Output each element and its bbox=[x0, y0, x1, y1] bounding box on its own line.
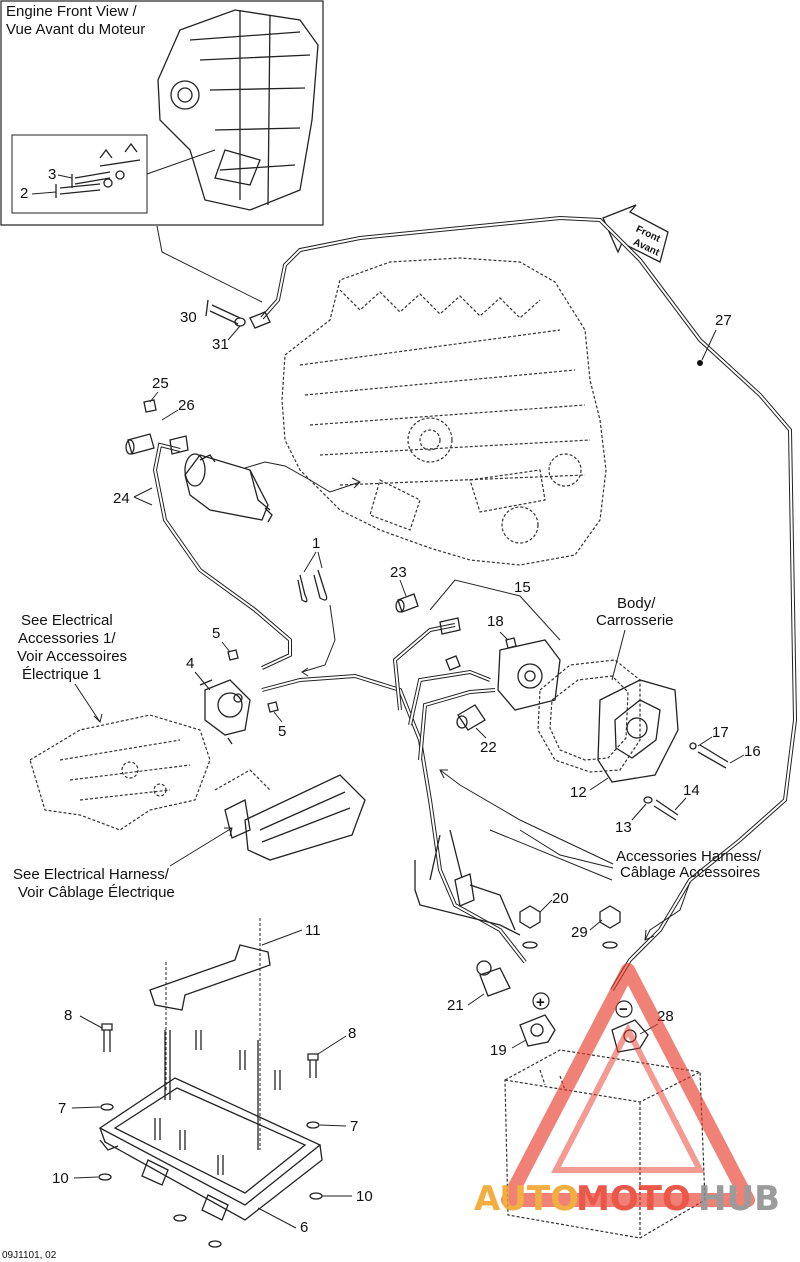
part-number-18: 18 bbox=[487, 613, 504, 630]
electrical-harness-callout-line2: Voir Câblage Électrique bbox=[18, 884, 175, 901]
part-number-2: 2 bbox=[20, 185, 28, 202]
part-number-23: 23 bbox=[390, 564, 407, 581]
watermark-text-moto: MOTO bbox=[576, 1179, 691, 1219]
body-callout-line1: Body/ bbox=[617, 595, 656, 612]
accessories-harness-callout-line1: Accessories Harness/ bbox=[616, 848, 762, 865]
part-number-31: 31 bbox=[212, 336, 229, 353]
part-number-24: 24 bbox=[113, 490, 130, 507]
access-plate-12 bbox=[597, 679, 679, 783]
inset-engine-sketch bbox=[157, 9, 319, 211]
electrical-accessories-callout-line4: Électrique 1 bbox=[22, 666, 101, 683]
part-number-29: 29 bbox=[571, 924, 588, 941]
terminal-cover-21 bbox=[476, 960, 511, 997]
part-number-10: 10 bbox=[52, 1170, 69, 1187]
body-callout-line2: Carrosserie bbox=[596, 612, 674, 629]
part-number-7-right: 7 bbox=[350, 1118, 358, 1135]
accessories-harness-wires bbox=[414, 829, 521, 936]
inset-bolts bbox=[55, 142, 141, 198]
positive-terminal-clamp-19 bbox=[519, 1014, 556, 1047]
battery-positive-cable bbox=[261, 673, 527, 964]
cap-23 bbox=[395, 593, 419, 613]
part-number-8: 8 bbox=[64, 1007, 72, 1024]
starter-cable-24 bbox=[125, 433, 292, 670]
part-number-26: 26 bbox=[178, 397, 195, 414]
inset-title-line2: Vue Avant du Moteur bbox=[6, 21, 145, 38]
part-number-4: 4 bbox=[186, 655, 194, 672]
part-number-17: 17 bbox=[712, 724, 729, 741]
part-number-16: 16 bbox=[744, 743, 761, 760]
part-number-3: 3 bbox=[48, 166, 56, 183]
part-number-19: 19 bbox=[490, 1042, 507, 1059]
part-number-5-lower: 5 bbox=[278, 723, 286, 740]
electrical-accessories-callout-line2: Accessories 1/ bbox=[18, 630, 116, 647]
starter-motor bbox=[184, 453, 273, 523]
tray-bolts bbox=[154, 1030, 281, 1175]
part-number-11: 11 bbox=[305, 922, 321, 939]
electrical-accessories-callout-line3: Voir Accessoires bbox=[17, 648, 127, 665]
cable-clip-1 bbox=[297, 569, 328, 603]
connector-22 bbox=[456, 704, 486, 731]
electrical-accessories-module bbox=[29, 714, 211, 831]
body-terminal-wiring bbox=[392, 617, 496, 761]
part-number-13: 13 bbox=[615, 819, 632, 836]
starter-solenoid-4 bbox=[199, 679, 251, 745]
part-number-21: 21 bbox=[447, 997, 464, 1014]
positive-terminal-symbol: + bbox=[536, 994, 545, 1011]
part-number-27: 27 bbox=[715, 312, 732, 329]
accessories-harness-callout-line2: Câblage Accessoires bbox=[620, 864, 760, 881]
bolt-8-right bbox=[307, 1053, 319, 1078]
bolt-30-washer-31 bbox=[205, 299, 271, 329]
engine-front-view-inset: Engine Front View / Vue Avant du Moteur … bbox=[0, 0, 324, 226]
drawing-code: 09J1101, 02 bbox=[2, 1250, 57, 1261]
engine-block bbox=[281, 257, 607, 566]
electrical-harness-fuse-box bbox=[214, 769, 366, 861]
part-number-10-right: 10 bbox=[356, 1188, 373, 1205]
part-number-22: 22 bbox=[480, 739, 497, 756]
watermark-text-hub: HUB bbox=[698, 1179, 780, 1219]
battery-tray-6 bbox=[98, 1077, 323, 1221]
automotohub-watermark: AUTO MOTO HUB bbox=[474, 963, 780, 1219]
part-number-1: 1 bbox=[312, 535, 320, 552]
part-number-12: 12 bbox=[570, 784, 587, 801]
battery-hold-down-strap-11 bbox=[149, 944, 271, 1011]
part-number-7: 7 bbox=[58, 1100, 66, 1117]
electrical-harness-callout-line1: See Electrical Harness/ bbox=[13, 866, 170, 883]
part-number-6: 6 bbox=[300, 1219, 308, 1236]
nut-20 bbox=[519, 905, 541, 949]
ground-cable-27 bbox=[260, 215, 798, 992]
body-hull-section bbox=[537, 659, 641, 773]
part-number-20: 20 bbox=[552, 890, 569, 907]
negative-terminal-symbol: − bbox=[619, 1001, 628, 1018]
part-number-30: 30 bbox=[180, 309, 197, 326]
part-number-15: 15 bbox=[514, 579, 531, 596]
part-number-8-right: 8 bbox=[348, 1025, 356, 1042]
bolt-8-left bbox=[101, 1023, 113, 1052]
inset-title-line1: Engine Front View / bbox=[6, 3, 137, 20]
electrical-accessories-callout-line1: See Electrical bbox=[21, 612, 113, 629]
ground-terminal-block-15 bbox=[497, 639, 561, 711]
part-number-14: 14 bbox=[683, 782, 700, 799]
nut-29 bbox=[599, 905, 621, 949]
watermark-text-auto: AUTO bbox=[474, 1179, 579, 1219]
part-number-5: 5 bbox=[212, 625, 220, 642]
part-number-25: 25 bbox=[152, 375, 169, 392]
